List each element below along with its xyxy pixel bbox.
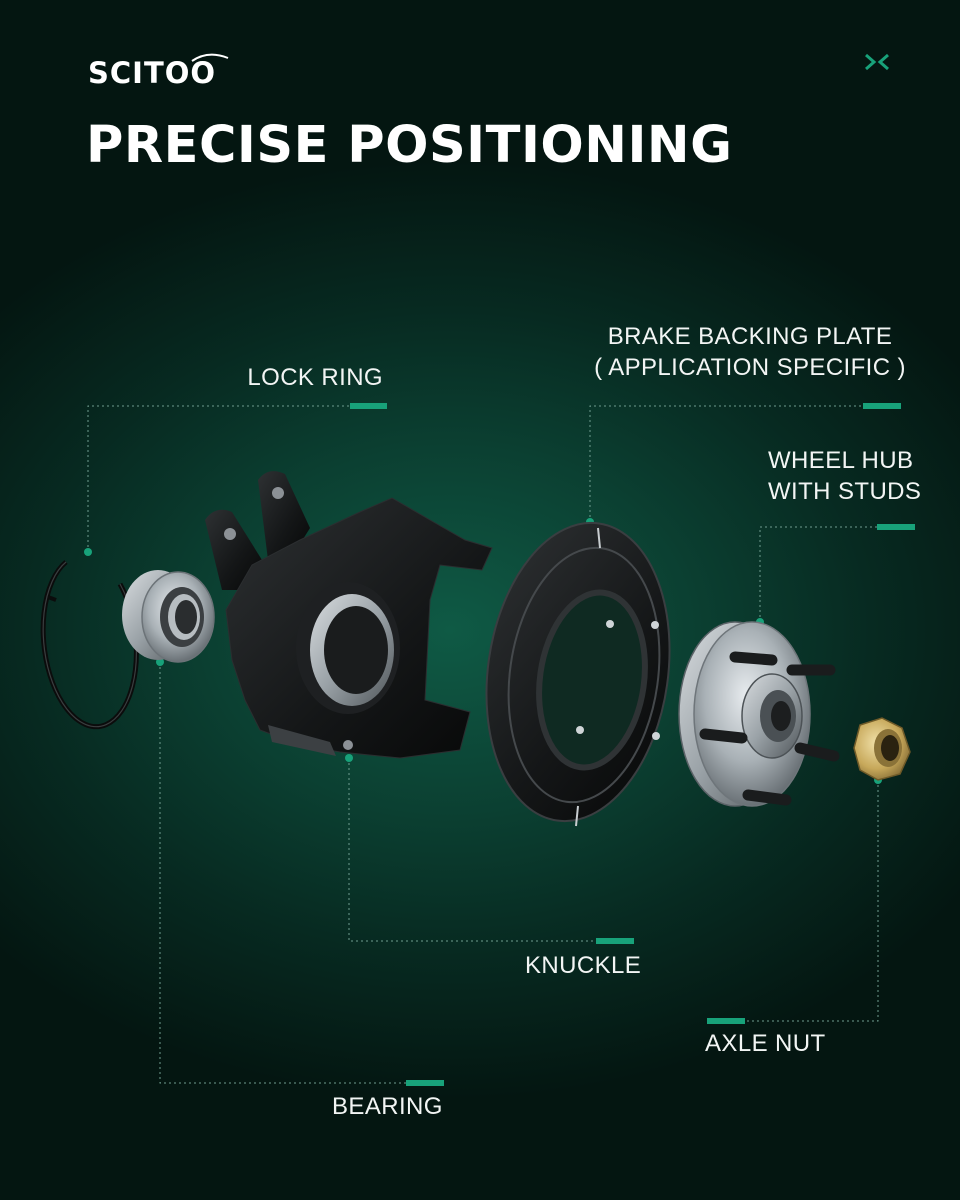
label-lock-ring: LOCK RING [180,362,383,393]
lock-ring-part [40,560,139,730]
bar-brake-plate [863,403,901,409]
stud [794,742,840,762]
label-wheel-hub-line1: WHEEL HUB [768,447,914,474]
stud [742,789,792,806]
label-knuckle: KNUCKLE [525,950,665,981]
bearing-part [122,570,215,663]
leader-axle-nut [744,780,879,1022]
label-wheel-hub: WHEEL HUB WITH STUDS [768,445,938,507]
brand-logo: SCITOO [88,56,217,90]
label-knuckle-text: KNUCKLE [525,952,642,979]
label-lock-ring-text: LOCK RING [247,364,383,391]
dot-knuckle [345,754,353,762]
leader-bearing [159,662,406,1084]
label-wheel-hub-line2: WITH STUDS [768,478,922,505]
wheel-hub-part [678,621,840,807]
label-brake-plate-line1: BRAKE BACKING PLATE [607,323,893,350]
label-axle-nut: AXLE NUT [705,1028,845,1059]
page-title: PRECISE POSITIONING [86,116,733,175]
bar-wheel-hub [877,524,915,530]
label-bearing: BEARING [332,1091,472,1122]
label-bearing-text: BEARING [332,1093,443,1120]
bar-bearing [406,1080,444,1086]
leader-lock-ring [87,405,350,552]
axle-nut-part [853,717,911,781]
label-axle-nut-text: AXLE NUT [705,1030,826,1057]
stud [729,651,778,666]
leader-wheel-hub [759,526,878,622]
label-brake-plate-line2: ( APPLICATION SPECIFIC ) [594,354,906,381]
brake-backing-plate-part [485,521,671,827]
dot-lock-ring [84,548,92,556]
leader-knuckle [348,758,596,942]
brand-swoosh-icon [191,53,229,62]
bar-knuckle [596,938,634,944]
leader-brake-plate [589,405,866,522]
bar-axle-nut [707,1018,745,1024]
corner-x-icon [865,53,889,71]
stud [699,728,748,744]
label-accent-bars [350,403,915,1086]
bar-lock-ring [350,403,387,409]
label-brake-backing-plate: BRAKE BACKING PLATE ( APPLICATION SPECIF… [590,321,910,383]
leader-lines [87,405,879,1084]
knuckle-part [205,471,493,759]
